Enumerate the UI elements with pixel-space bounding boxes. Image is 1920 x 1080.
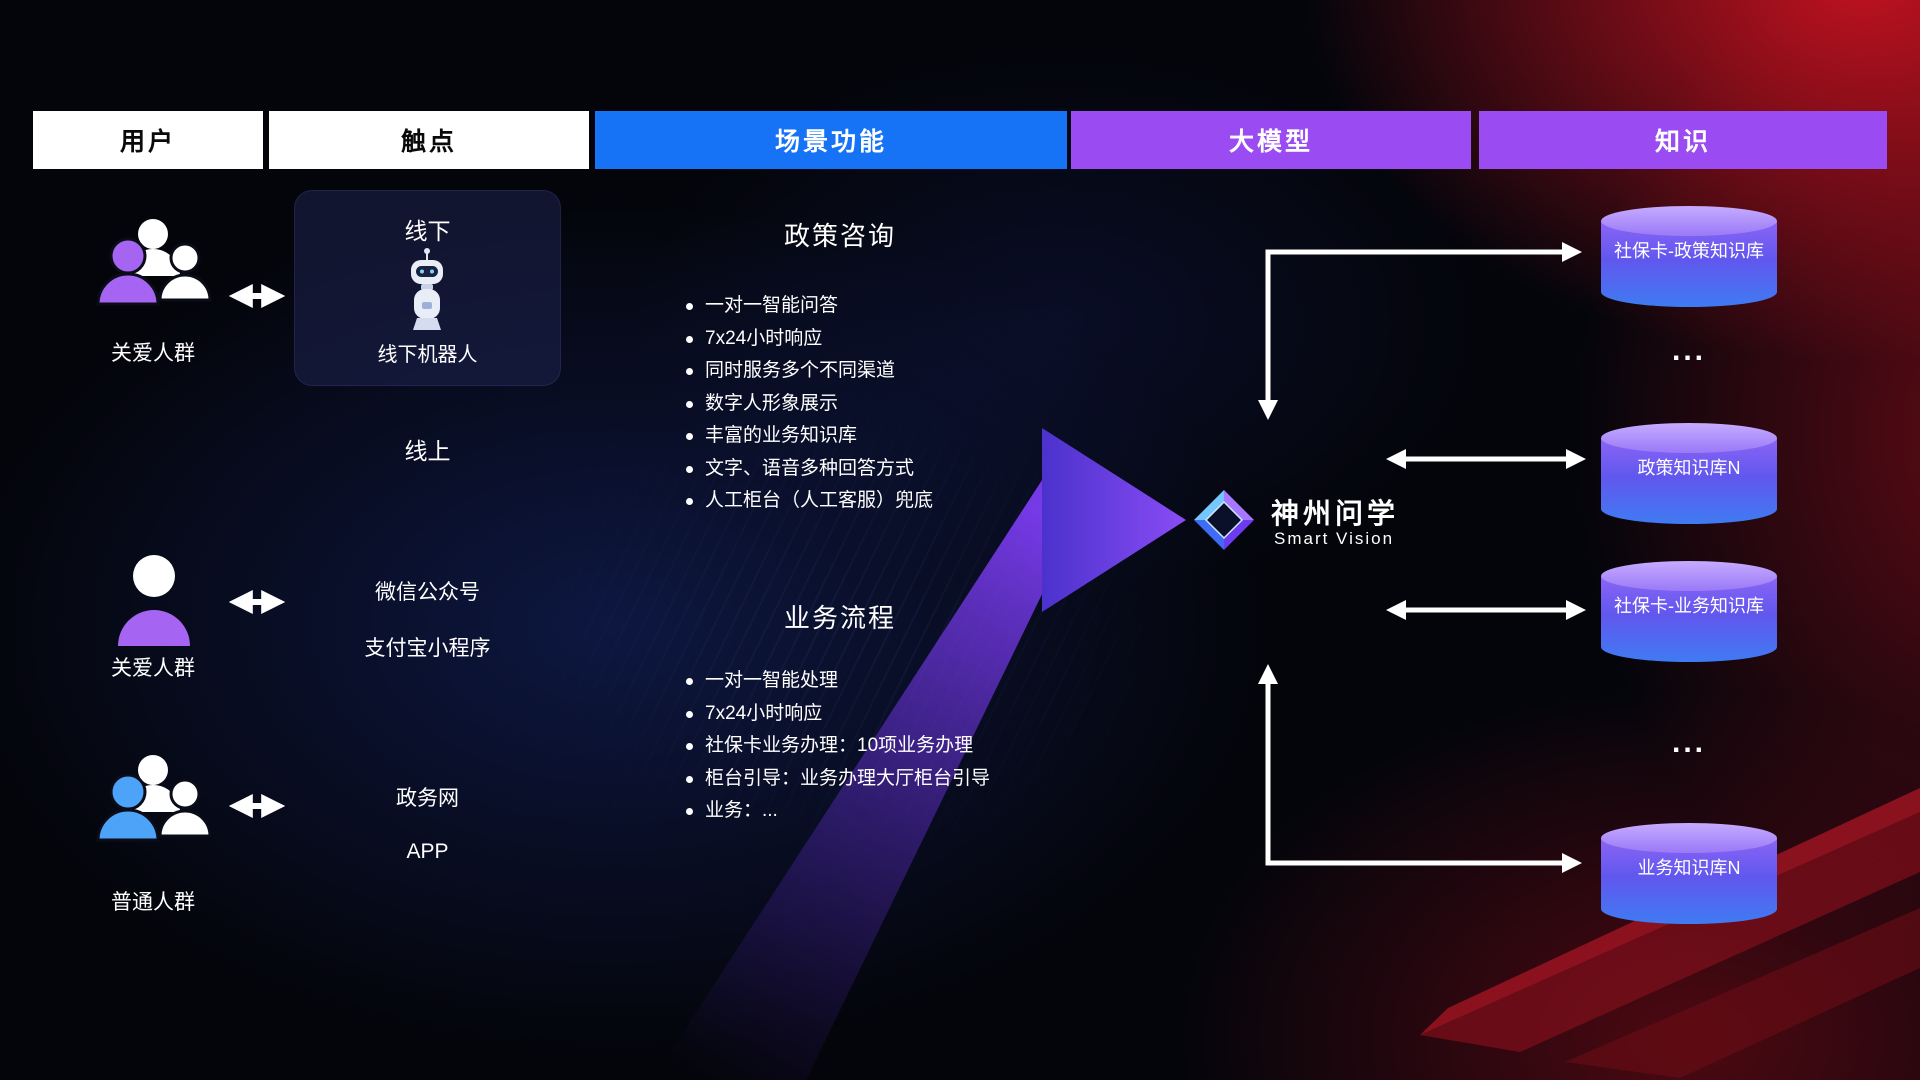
user-group-label: 关爱人群 (111, 342, 195, 365)
policy-consult-title: 政策咨询 (783, 221, 896, 251)
user-group-label: 关爱人群 (111, 657, 195, 680)
list-item: 7x24小时响应 (681, 698, 990, 731)
online-label: 线上 (404, 438, 451, 464)
arrow-model-to-db4 (1258, 664, 1582, 873)
list-item: 文字、语音多种回答方式 (681, 453, 933, 486)
gem-logo-icon (1194, 490, 1254, 550)
db-cylinder-top (1601, 823, 1777, 853)
list-item: 一对一智能问答 (681, 290, 933, 323)
list-item: 人工柜台（人工客服）兜底 (681, 485, 933, 518)
list-item: 业务：... (681, 795, 990, 828)
user-group-label: 普通人群 (111, 891, 195, 914)
column-header-knowledge: 知识 (1479, 111, 1887, 169)
alipay-miniprogram-label: 支付宝小程序 (364, 637, 491, 660)
policy-feature-list: 一对一智能问答 7x24小时响应 同时服务多个不同渠道 数字人形象展示 丰富的业… (681, 290, 933, 518)
knowledge-db-cylinder: 社保卡-政策知识库 (1601, 206, 1777, 307)
group-people-purple-icon (96, 219, 212, 306)
gov-web-label: 政务网 (396, 787, 459, 810)
db-cylinder-top (1601, 206, 1777, 236)
red-chevron-3 (1565, 908, 1920, 1078)
list-item: 一对一智能处理 (681, 665, 990, 698)
list-item: 7x24小时响应 (681, 323, 933, 356)
app-label: APP (406, 840, 449, 863)
column-header-touchpoints: 触点 (269, 111, 589, 169)
db-cylinder-top (1601, 561, 1777, 591)
business-feature-list: 一对一智能处理 7x24小时响应 社保卡业务办理：10项业务办理 柜台引导：业务… (681, 665, 990, 828)
offline-robot-label: 线下机器人 (377, 344, 478, 366)
wechat-official-account-label: 微信公众号 (375, 581, 480, 604)
group-people-blue-icon (96, 755, 212, 842)
column-header-scenario: 场景功能 (595, 111, 1067, 169)
model-brand-name: 神州问学 (1271, 498, 1400, 529)
list-item: 数字人形象展示 (681, 388, 933, 421)
business-process-title: 业务流程 (783, 603, 896, 633)
ellipsis-more-dbs: ... (1671, 334, 1706, 367)
ellipsis-more-dbs: ... (1671, 726, 1706, 759)
db-label: 社保卡-业务知识库 (1614, 596, 1764, 616)
single-person-purple-icon (118, 555, 190, 646)
db-label: 社保卡-政策知识库 (1614, 241, 1764, 261)
list-item: 同时服务多个不同渠道 (681, 355, 933, 388)
knowledge-db-cylinder: 业务知识库N (1601, 823, 1777, 924)
db-cylinder-top (1601, 423, 1777, 453)
column-header-model: 大模型 (1071, 111, 1471, 169)
column-header-users: 用户 (33, 111, 263, 169)
list-item: 社保卡业务办理：10项业务办理 (681, 730, 990, 763)
list-item: 丰富的业务知识库 (681, 420, 933, 453)
offline-label: 线下 (404, 218, 451, 244)
db-label: 政策知识库N (1637, 458, 1741, 478)
model-brand-subtitle: Smart Vision (1274, 529, 1395, 548)
knowledge-db-cylinder: 政策知识库N (1601, 423, 1777, 524)
robot-icon (411, 248, 443, 330)
db-label: 业务知识库N (1637, 858, 1741, 878)
knowledge-db-cylinder: 社保卡-业务知识库 (1601, 561, 1777, 662)
arrow-model-to-db1 (1258, 242, 1582, 420)
list-item: 柜台引导：业务办理大厅柜台引导 (681, 763, 990, 796)
